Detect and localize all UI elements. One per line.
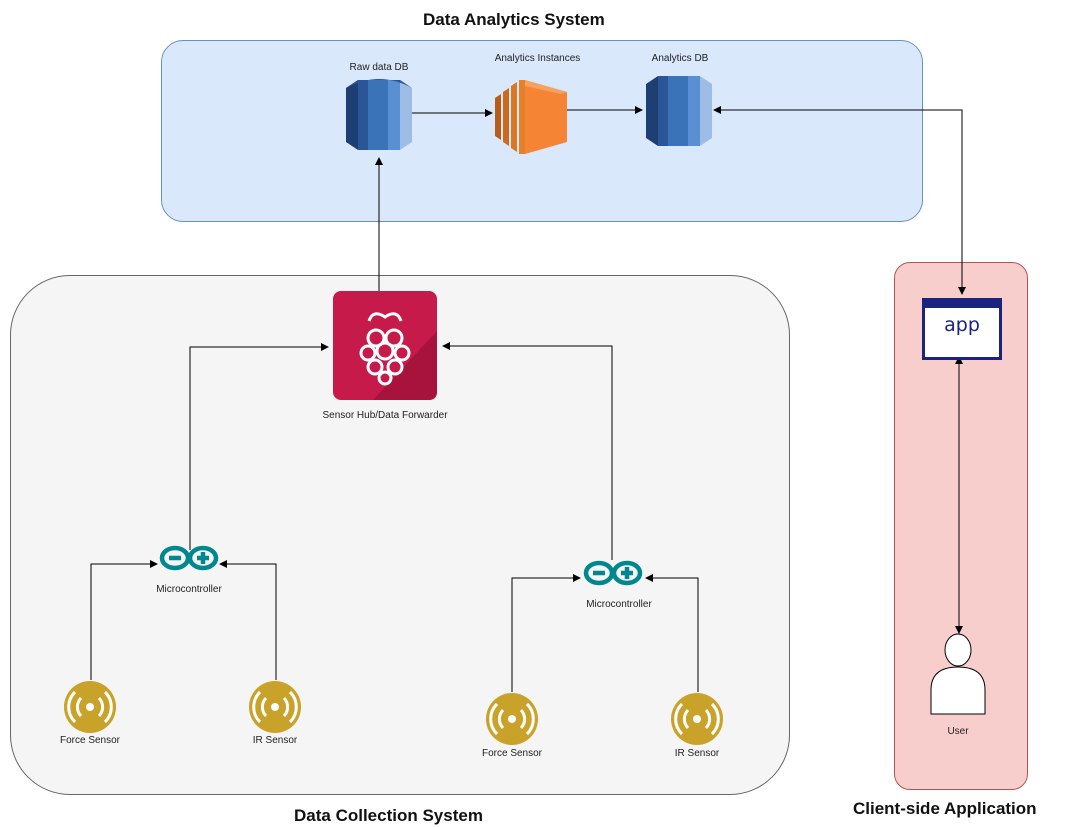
- micro-left-label: Microcontroller: [156, 584, 222, 595]
- arduino-icon: [159, 545, 219, 571]
- edge-microright-hub: [442, 342, 613, 560]
- ir-sensor-right-icon: [671, 693, 723, 745]
- ir-sensor-right-label: IR Sensor: [674, 748, 720, 759]
- micro-right-label: Microcontroller: [586, 599, 652, 610]
- app-text: app: [944, 314, 980, 336]
- force-sensor-left-icon: [64, 681, 116, 733]
- database-icon: [646, 76, 712, 146]
- collection-system-title: Data Collection System: [294, 806, 483, 825]
- force-sensor-right-label: Force Sensor: [481, 748, 543, 759]
- database-icon: [346, 79, 412, 150]
- ir-sensor-left-label: IR Sensor: [252, 735, 298, 746]
- force-sensor-left-label: Force Sensor: [59, 735, 121, 746]
- edge-irright-microright: [645, 574, 699, 692]
- analytics-instances-label: Analytics Instances: [494, 53, 581, 64]
- edge-forceleft-microleft: [90, 560, 158, 680]
- raspberry-pi-icon: [333, 291, 437, 400]
- edge-forceright-microright: [511, 574, 581, 692]
- user-label: User: [947, 726, 969, 737]
- raw-db-label: Raw data DB: [349, 62, 409, 73]
- arduino-icon: [583, 560, 643, 586]
- compute-instances-icon: [495, 80, 567, 154]
- edge-analyticsdb-app: [713, 106, 966, 295]
- ir-sensor-left-icon: [249, 681, 301, 733]
- app-window-icon: app: [922, 298, 1002, 360]
- user-icon: [930, 633, 986, 715]
- edge-irleft-microleft: [219, 560, 277, 680]
- hub-label: Sensor Hub/Data Forwarder: [322, 410, 448, 421]
- analytics-db-label: Analytics DB: [651, 53, 709, 64]
- client-app-title: Client-side Application: [853, 799, 1037, 818]
- app-window-titlebar: [925, 301, 999, 308]
- force-sensor-right-icon: [486, 693, 538, 745]
- edge-microleft-hub: [189, 343, 329, 550]
- analytics-system-title: Data Analytics System: [423, 10, 605, 29]
